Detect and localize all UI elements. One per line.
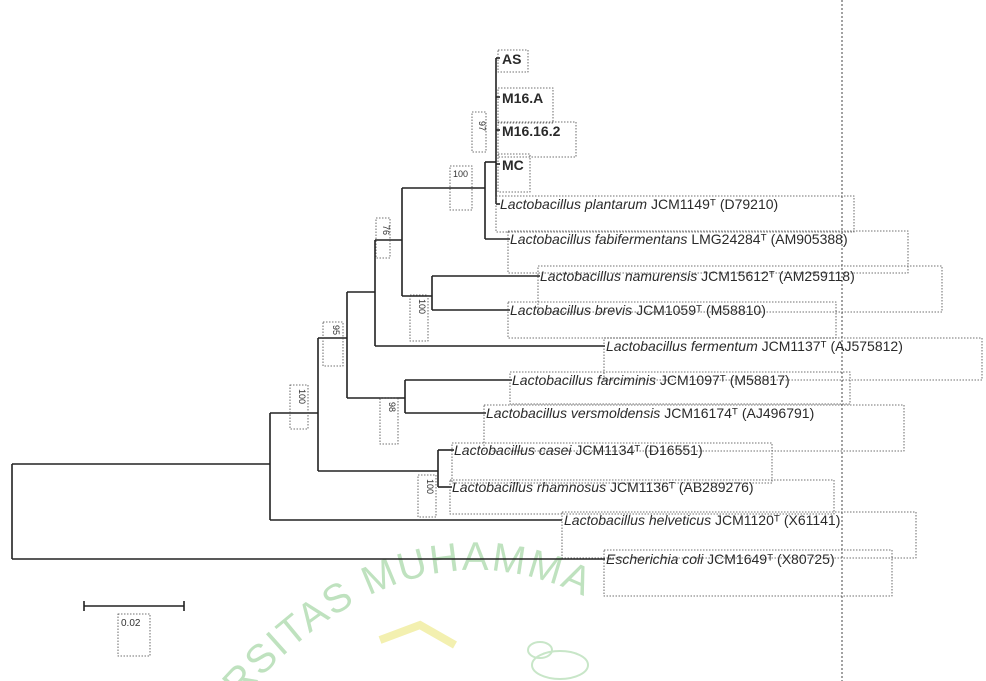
bootstrap-value: 97: [477, 121, 487, 131]
bootstrap-value: 100: [297, 389, 307, 404]
leaf-label: Lactobacillus plantarum JCM1149ᵀ (D79210…: [500, 196, 778, 212]
leaf-label: Lactobacillus versmoldensis JCM16174ᵀ (A…: [486, 405, 814, 421]
leaf-label: M16.16.2: [502, 123, 561, 139]
scale-bar: 0.02: [83, 601, 185, 657]
scale-bar-label: 0.02: [121, 618, 141, 629]
leaf-label: Lactobacillus casei JCM1134ᵀ (D16551): [454, 442, 703, 458]
bootstrap-value: 76: [381, 225, 391, 235]
watermark-text: RSITAS MUHAMMA: [214, 535, 599, 681]
bootstrap-values: 97 100 76 100 95 100 98 100: [289, 111, 487, 518]
leaf-labels: AS M16.A M16.16.2 MC Lactobacillus plant…: [452, 51, 903, 567]
label-boxes: [449, 49, 983, 597]
leaf-label: Lactobacillus fabifermentans LMG24284ᵀ (…: [510, 231, 848, 247]
leaf-label: Lactobacillus fermentum JCM1137ᵀ (AJ5758…: [606, 338, 903, 354]
bootstrap-value: 95: [331, 325, 341, 335]
tree-branches: [11, 57, 605, 560]
leaf-label: Escherichia coli JCM1649ᵀ (X80725): [606, 551, 835, 567]
leaf-label: Lactobacillus farciminis JCM1097ᵀ (M5881…: [512, 372, 790, 388]
leaf-label: Lactobacillus rhamnosus JCM1136ᵀ (AB2892…: [452, 479, 754, 495]
leaf-label: MC: [502, 157, 524, 173]
bootstrap-value: 100: [453, 169, 468, 179]
leaf-label: Lactobacillus namurensis JCM15612ᵀ (AM25…: [540, 268, 855, 284]
leaf-label: Lactobacillus helveticus JCM1120ᵀ (X6114…: [564, 512, 840, 528]
leaf-label: M16.A: [502, 90, 543, 106]
bootstrap-value: 98: [387, 402, 397, 412]
leaf-label: AS: [502, 51, 521, 67]
leaf-label: Lactobacillus brevis JCM1059ᵀ (M58810): [510, 302, 766, 318]
bootstrap-value: 100: [417, 299, 427, 314]
bootstrap-value: 100: [425, 479, 435, 494]
